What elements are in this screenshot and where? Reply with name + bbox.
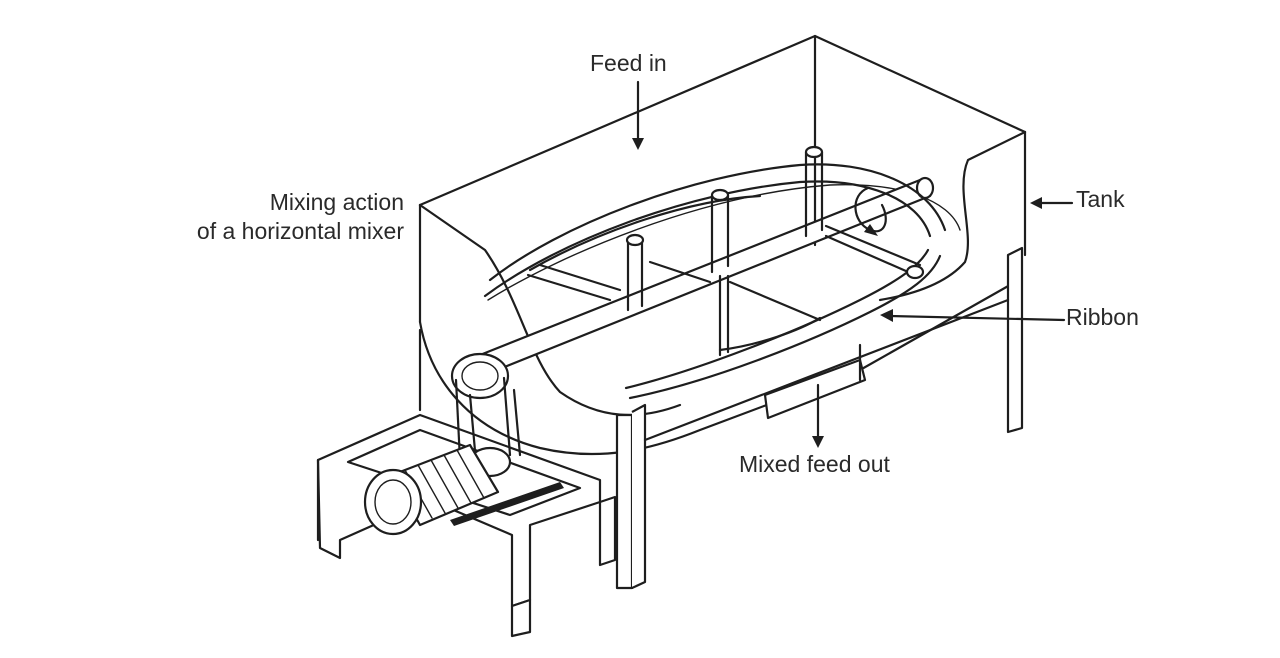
feed-in-arrowhead	[632, 138, 644, 150]
ribbon-arrowhead	[880, 309, 893, 322]
motor	[363, 443, 564, 536]
ribbon-assembly	[478, 145, 947, 400]
tank-arrowhead	[1030, 197, 1042, 209]
outlet-chute	[763, 343, 867, 420]
mixing-action-line1: Mixing action	[269, 189, 404, 215]
tank-body	[418, 34, 1027, 456]
mixing-action-label: Mixing action of a horizontal mixer	[197, 188, 404, 246]
mixed-feed-out-label: Mixed feed out	[739, 451, 890, 477]
feed-in-label: Feed in	[590, 50, 667, 76]
support-legs	[418, 246, 1024, 590]
ribbon-label: Ribbon	[1066, 304, 1139, 330]
ribbon-arrow-line	[888, 314, 1066, 322]
tank-label: Tank	[1076, 186, 1125, 212]
out-arrowhead	[812, 436, 824, 448]
mixing-action-line2: of a horizontal mixer	[196, 218, 404, 244]
pointer-arrows	[632, 80, 1074, 448]
